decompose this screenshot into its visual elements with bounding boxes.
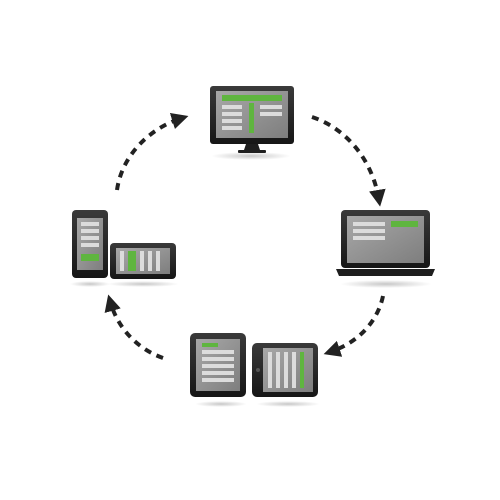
desktop-monitor-icon [210, 86, 294, 160]
arrow-desktop-to-laptop [311, 115, 386, 207]
tablet-pair-icon [190, 333, 320, 407]
flow-arrows [104, 112, 386, 360]
portrait-tablet-icon [190, 333, 246, 397]
landscape-tablet-icon [252, 343, 318, 397]
laptop-icon [336, 210, 435, 288]
arrow-phones-to-desktop [115, 112, 189, 191]
landscape-phone-icon [110, 243, 176, 279]
phone-pair-icon [70, 210, 179, 287]
arrow-laptop-to-tablets [323, 295, 385, 357]
arrow-tablets-to-phones [104, 294, 164, 360]
portrait-phone-icon [72, 210, 108, 278]
